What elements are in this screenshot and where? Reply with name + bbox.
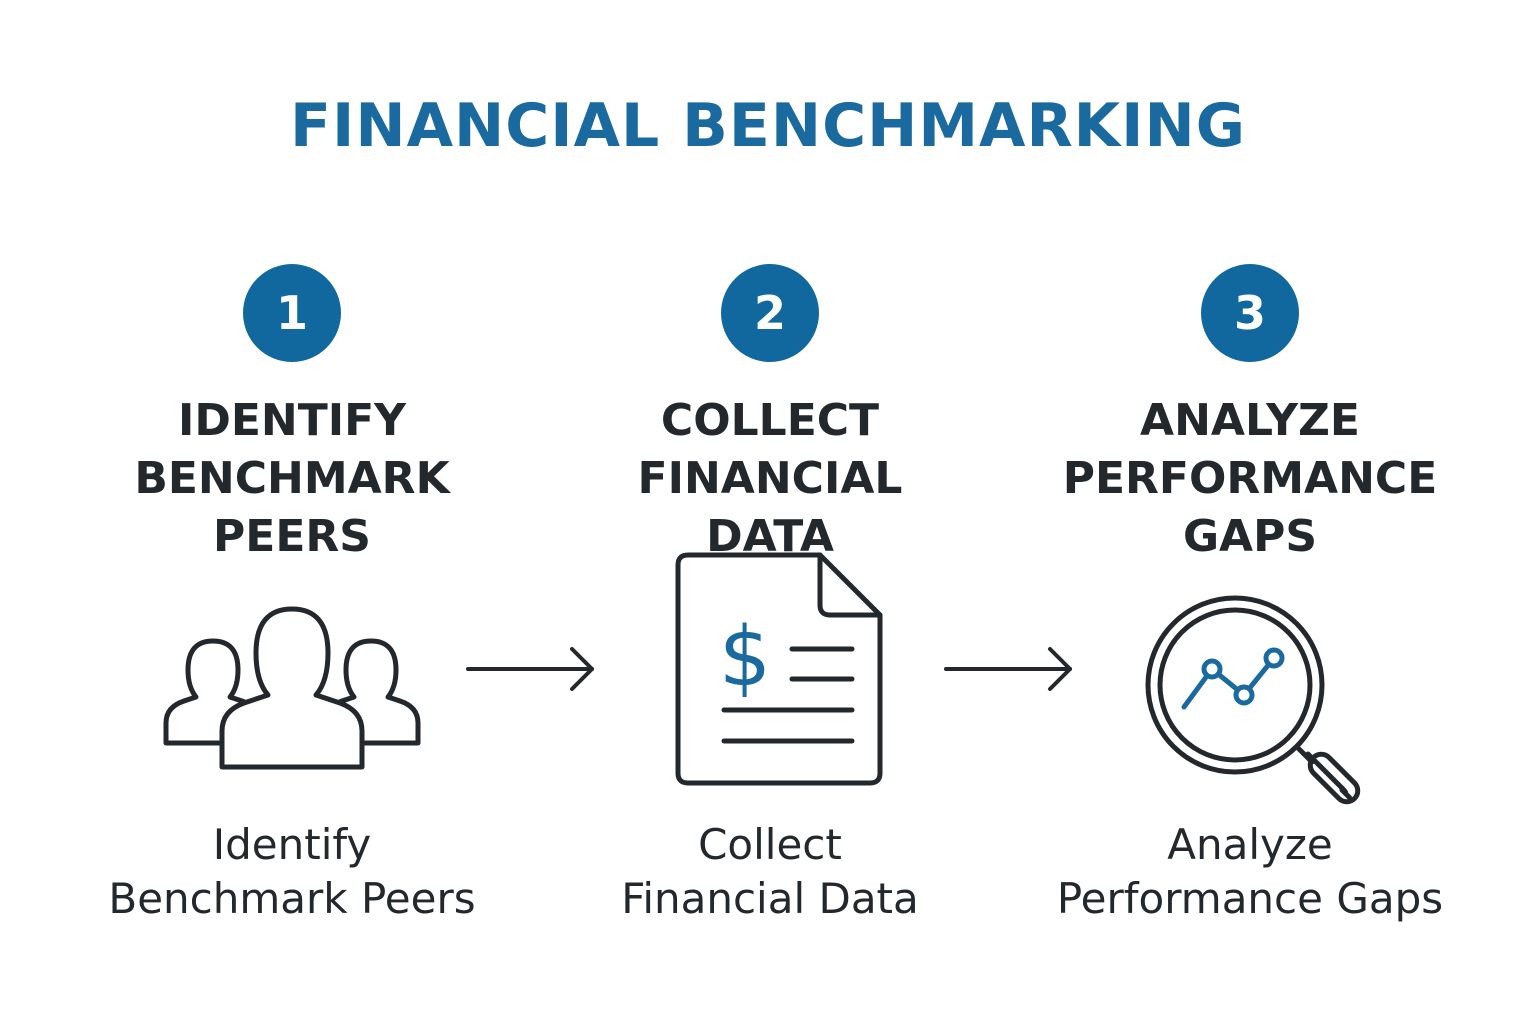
step-heading-line: PERFORMANCE — [1062, 453, 1438, 504]
step-collect-data: 2 COLLECT FINANCIAL DATA $ Collect Finan… — [570, 0, 970, 1024]
financial-document-icon: $ — [675, 552, 883, 786]
step-caption: Collect Financial Data — [530, 818, 1010, 926]
step-heading-line: COLLECT — [660, 395, 880, 446]
right-arrow-icon — [466, 647, 594, 691]
step-caption-line: Analyze — [1167, 820, 1333, 869]
step-heading-line: IDENTIFY — [177, 395, 407, 446]
step-heading-line: PEERS — [213, 511, 371, 562]
step-caption-line: Performance Gaps — [1056, 874, 1444, 923]
step-number-badge: 2 — [721, 264, 819, 362]
step-heading: ANALYZE PERFORMANCE GAPS — [1050, 392, 1450, 566]
right-arrow-icon — [944, 647, 1072, 691]
step-number-badge: 3 — [1201, 264, 1299, 362]
step-number-badge: 1 — [243, 264, 341, 362]
step-heading-line: ANALYZE — [1140, 395, 1360, 446]
page-title: FINANCIAL BENCHMARKING — [290, 91, 1246, 161]
step-heading-line: GAPS — [1182, 511, 1318, 562]
step-caption-line: Benchmark Peers — [108, 874, 476, 923]
step-heading: COLLECT FINANCIAL DATA — [570, 392, 970, 566]
step-identify-peers: 1 IDENTIFY BENCHMARK PEERS Identify Benc… — [92, 0, 492, 1024]
step-caption-line: Financial Data — [621, 874, 919, 923]
step-heading: IDENTIFY BENCHMARK PEERS — [92, 392, 492, 566]
step-caption: Identify Benchmark Peers — [52, 818, 532, 926]
step-caption-line: Identify — [212, 820, 372, 869]
step-heading-line: BENCHMARK — [134, 453, 450, 504]
step-caption: Analyze Performance Gaps — [1010, 818, 1490, 926]
step-caption-line: Collect — [698, 820, 842, 869]
people-group-icon — [163, 606, 421, 770]
magnifier-chart-icon — [1145, 595, 1361, 805]
step-analyze-gaps: 3 ANALYZE PERFORMANCE GAPS Analyze Perfo… — [1050, 0, 1450, 1024]
dollar-sign-icon: $ — [719, 610, 771, 705]
